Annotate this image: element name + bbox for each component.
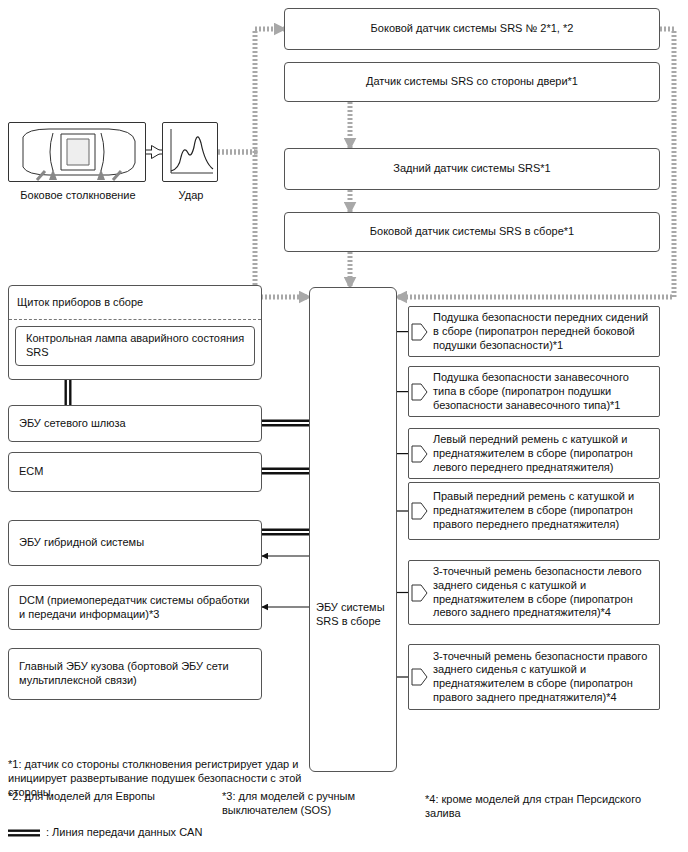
node-text: Подушка безопасности передних сидений в … <box>433 311 653 352</box>
squib-symbol <box>411 443 429 465</box>
legend-text: : Линия передачи данных CAN <box>46 826 202 840</box>
squib-box: Правый передний ремень с катушкой и пред… <box>408 482 660 540</box>
ecu-box: ЭБУ гибридной системы <box>8 520 262 566</box>
connector <box>350 252 351 287</box>
caption-text: Удар <box>143 189 239 203</box>
connector <box>397 592 408 593</box>
squib-symbol <box>411 582 429 604</box>
connector <box>68 380 69 405</box>
connector <box>262 532 309 533</box>
connector <box>350 190 351 212</box>
ecu-box: DCM (приемопередатчик системы обработки … <box>8 585 262 630</box>
squib-symbol <box>411 381 429 403</box>
connector <box>218 29 284 152</box>
node-text: Правый передний ремень с катушкой и пред… <box>433 490 653 531</box>
node-text: Левый передний ремень с катушкой и предн… <box>433 433 653 474</box>
meter-box: Щиток приборов в сбореКонтрольная лампа … <box>8 285 262 380</box>
impact-graph <box>163 123 217 181</box>
node-text: ЭБУ гибридной системы <box>19 536 253 550</box>
connector <box>397 511 408 512</box>
squib-symbol <box>411 666 429 688</box>
connector <box>397 391 408 392</box>
squib-symbol <box>411 500 429 522</box>
node-text: 3-точечный ремень безопасности левого за… <box>433 565 653 620</box>
footnote: *4: кроме моделей для стран Персидского … <box>425 793 675 821</box>
node-text: Главный ЭБУ кузова (бортовой ЭБУ сети му… <box>19 660 253 688</box>
illustration-box: Удар <box>162 122 218 182</box>
node-text: ЭБУ сетевого шлюза <box>19 417 253 431</box>
can-line-sample <box>8 833 40 834</box>
node-text: Щиток приборов в сборе <box>17 296 253 310</box>
node-text: DCM (приемопередатчик системы обработки … <box>19 594 253 622</box>
srs-ecu-box: ЭБУ системы SRS в сборе <box>309 287 397 772</box>
squib-box: Подушка безопасности занавесочного типа … <box>408 366 660 417</box>
connector <box>397 453 408 454</box>
connector <box>262 556 309 557</box>
ecu-box: Контрольная лампа аварийного состояния S… <box>15 326 255 366</box>
sensor-box: Боковой датчик системы SRS № 2*1, *2 <box>284 8 660 50</box>
squib-symbol <box>411 321 429 343</box>
sensor-box: Боковой датчик системы SRS в сборе*1 <box>284 212 660 252</box>
ecu-box: Главный ЭБУ кузова (бортовой ЭБУ сети му… <box>8 648 262 700</box>
ecu-box: ECM <box>8 452 262 492</box>
ecu-box: ЭБУ сетевого шлюза <box>8 405 262 442</box>
connector <box>262 607 309 608</box>
node-text: 3-точечный ремень безопасности правого з… <box>433 650 653 705</box>
sensor-box: Датчик системы SRS со стороны двери*1 <box>284 62 660 102</box>
squib-box: Подушка безопасности передних сидений в … <box>408 306 660 357</box>
node-text: Контрольная лампа аварийного состояния S… <box>26 332 246 360</box>
node-text: Боковой датчик системы SRS № 2*1, *2 <box>371 22 574 36</box>
node-text: ЭБУ системы SRS в сборе <box>316 601 390 629</box>
connector <box>262 423 309 424</box>
node-text: ECM <box>19 465 253 479</box>
connector <box>397 331 408 332</box>
squib-box: 3-точечный ремень безопасности правого з… <box>408 644 660 710</box>
node-text: Датчик системы SRS со стороны двери*1 <box>366 75 578 89</box>
squib-box: 3-точечный ремень безопасности левого за… <box>408 560 660 625</box>
node-text: Боковой датчик системы SRS в сборе*1 <box>370 225 574 239</box>
sensor-box: Задний датчик системы SRS*1 <box>284 148 660 190</box>
connector <box>262 471 309 472</box>
dashed-separator <box>9 319 261 320</box>
node-text: Задний датчик системы SRS*1 <box>393 162 550 176</box>
node-text: Подушка безопасности занавесочного типа … <box>433 371 653 412</box>
illustration-box: Боковое столкновение <box>8 122 146 182</box>
car-illustration <box>9 123 145 181</box>
connector <box>397 677 408 678</box>
connector <box>146 152 162 153</box>
footnote: *2: для моделей для Европы <box>8 790 208 804</box>
squib-box: Левый передний ремень с катушкой и предн… <box>408 428 660 479</box>
footnote: *3: для моделей с ручным выключателем (S… <box>222 790 412 818</box>
caption-text: Боковое столкновение <box>0 189 167 203</box>
connector <box>350 102 351 148</box>
